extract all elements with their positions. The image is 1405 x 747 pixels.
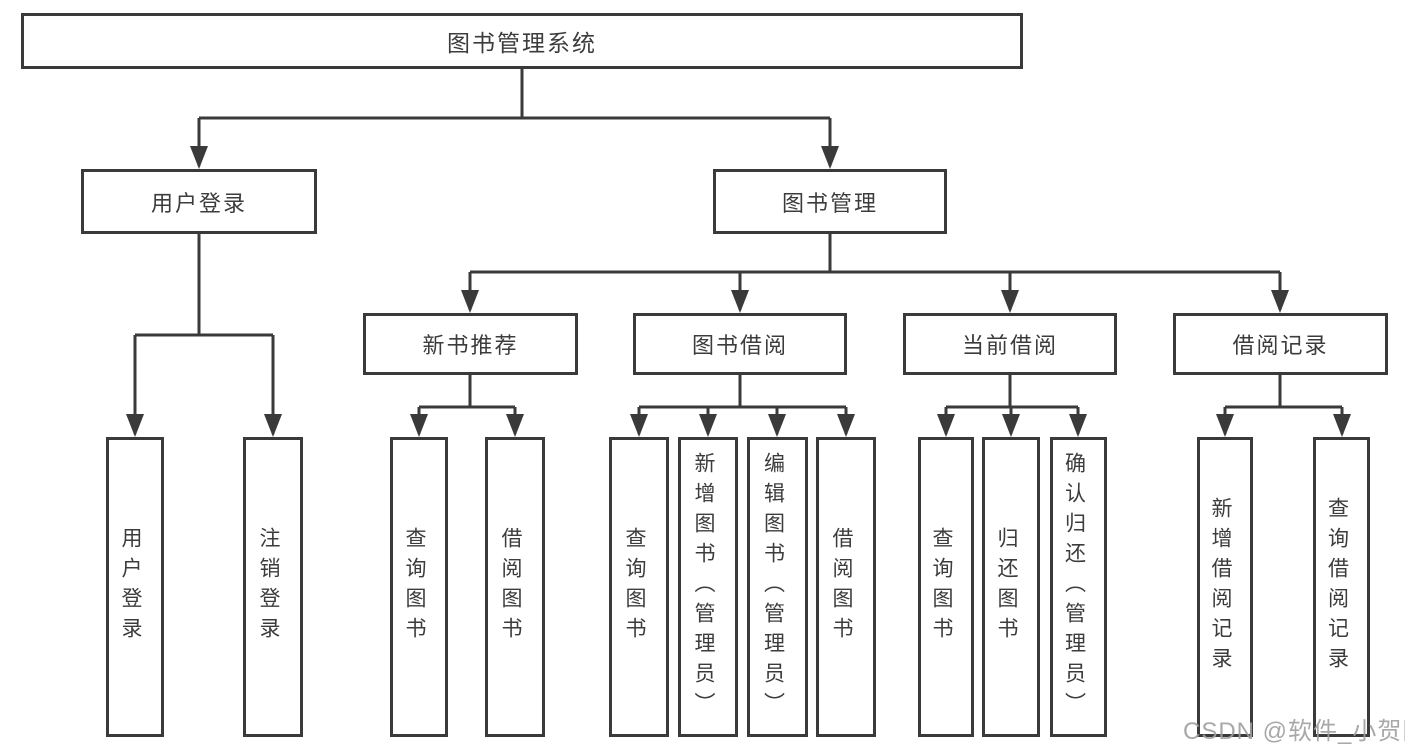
leaf-query-book-current: 查询图书	[918, 437, 974, 737]
leaf-edit-book-admin-label: 编辑图书（管理员）	[761, 452, 785, 722]
leaf-borrow-book-recommend: 借阅图书	[485, 437, 545, 737]
leaf-borrow-book: 借阅图书	[816, 437, 876, 737]
node-new-book-recommend-label: 新书推荐	[422, 333, 519, 358]
leaf-borrow-book-recommend-label: 借阅图书	[499, 527, 522, 647]
leaf-query-book-recommend-label: 查询图书	[403, 527, 426, 647]
node-book-management-label: 图书管理	[781, 190, 878, 216]
leaf-query-book-borrow-label: 查询图书	[623, 527, 646, 647]
leaf-query-borrow-record-label: 查询借阅记录	[1325, 497, 1349, 677]
leaf-query-book-borrow: 查询图书	[609, 437, 669, 737]
leaf-return-book: 归还图书	[982, 437, 1040, 737]
node-book-management: 图书管理	[713, 169, 947, 234]
node-user-login: 用户登录	[81, 169, 317, 234]
leaf-query-book-recommend: 查询图书	[390, 437, 448, 737]
leaf-query-book-current-label: 查询图书	[930, 527, 953, 647]
leaf-return-book-label: 归还图书	[995, 527, 1018, 647]
leaf-add-book-admin-label: 新增图书（管理员）	[692, 452, 715, 722]
node-borrow-records: 借阅记录	[1173, 313, 1388, 375]
leaf-confirm-return-admin-label: 确认归还（管理员）	[1062, 452, 1086, 722]
leaf-logout: 注销登录	[243, 437, 303, 737]
leaf-add-book-admin: 新增图书（管理员）	[678, 437, 738, 737]
leaf-add-borrow-record: 新增借阅记录	[1197, 437, 1253, 737]
csdn-watermark: CSDN @软件_小贺同学	[1183, 718, 1405, 745]
node-root: 图书管理系统	[21, 13, 1023, 69]
node-book-borrow: 图书借阅	[633, 313, 847, 375]
node-current-borrow: 当前借阅	[903, 313, 1117, 375]
node-borrow-records-label: 借阅记录	[1232, 333, 1329, 358]
node-new-book-recommend: 新书推荐	[363, 313, 578, 375]
leaf-query-borrow-record: 查询借阅记录	[1313, 437, 1370, 737]
leaf-user-login: 用户登录	[106, 437, 164, 737]
leaf-borrow-book-label: 借阅图书	[830, 527, 853, 647]
connector-paths	[133, 68, 1344, 434]
arrowheads	[126, 146, 1351, 437]
node-current-borrow-label: 当前借阅	[961, 333, 1058, 358]
node-root-label: 图书管理系统	[447, 30, 597, 56]
leaf-confirm-return-admin: 确认归还（管理员）	[1050, 437, 1107, 737]
node-user-login-label: 用户登录	[150, 190, 247, 216]
leaf-edit-book-admin: 编辑图书（管理员）	[747, 437, 808, 737]
leaf-user-login-label: 用户登录	[119, 527, 142, 647]
node-book-borrow-label: 图书借阅	[691, 333, 788, 358]
leaf-add-borrow-record-label: 新增借阅记录	[1209, 497, 1232, 677]
leaf-logout-label: 注销登录	[257, 527, 280, 647]
